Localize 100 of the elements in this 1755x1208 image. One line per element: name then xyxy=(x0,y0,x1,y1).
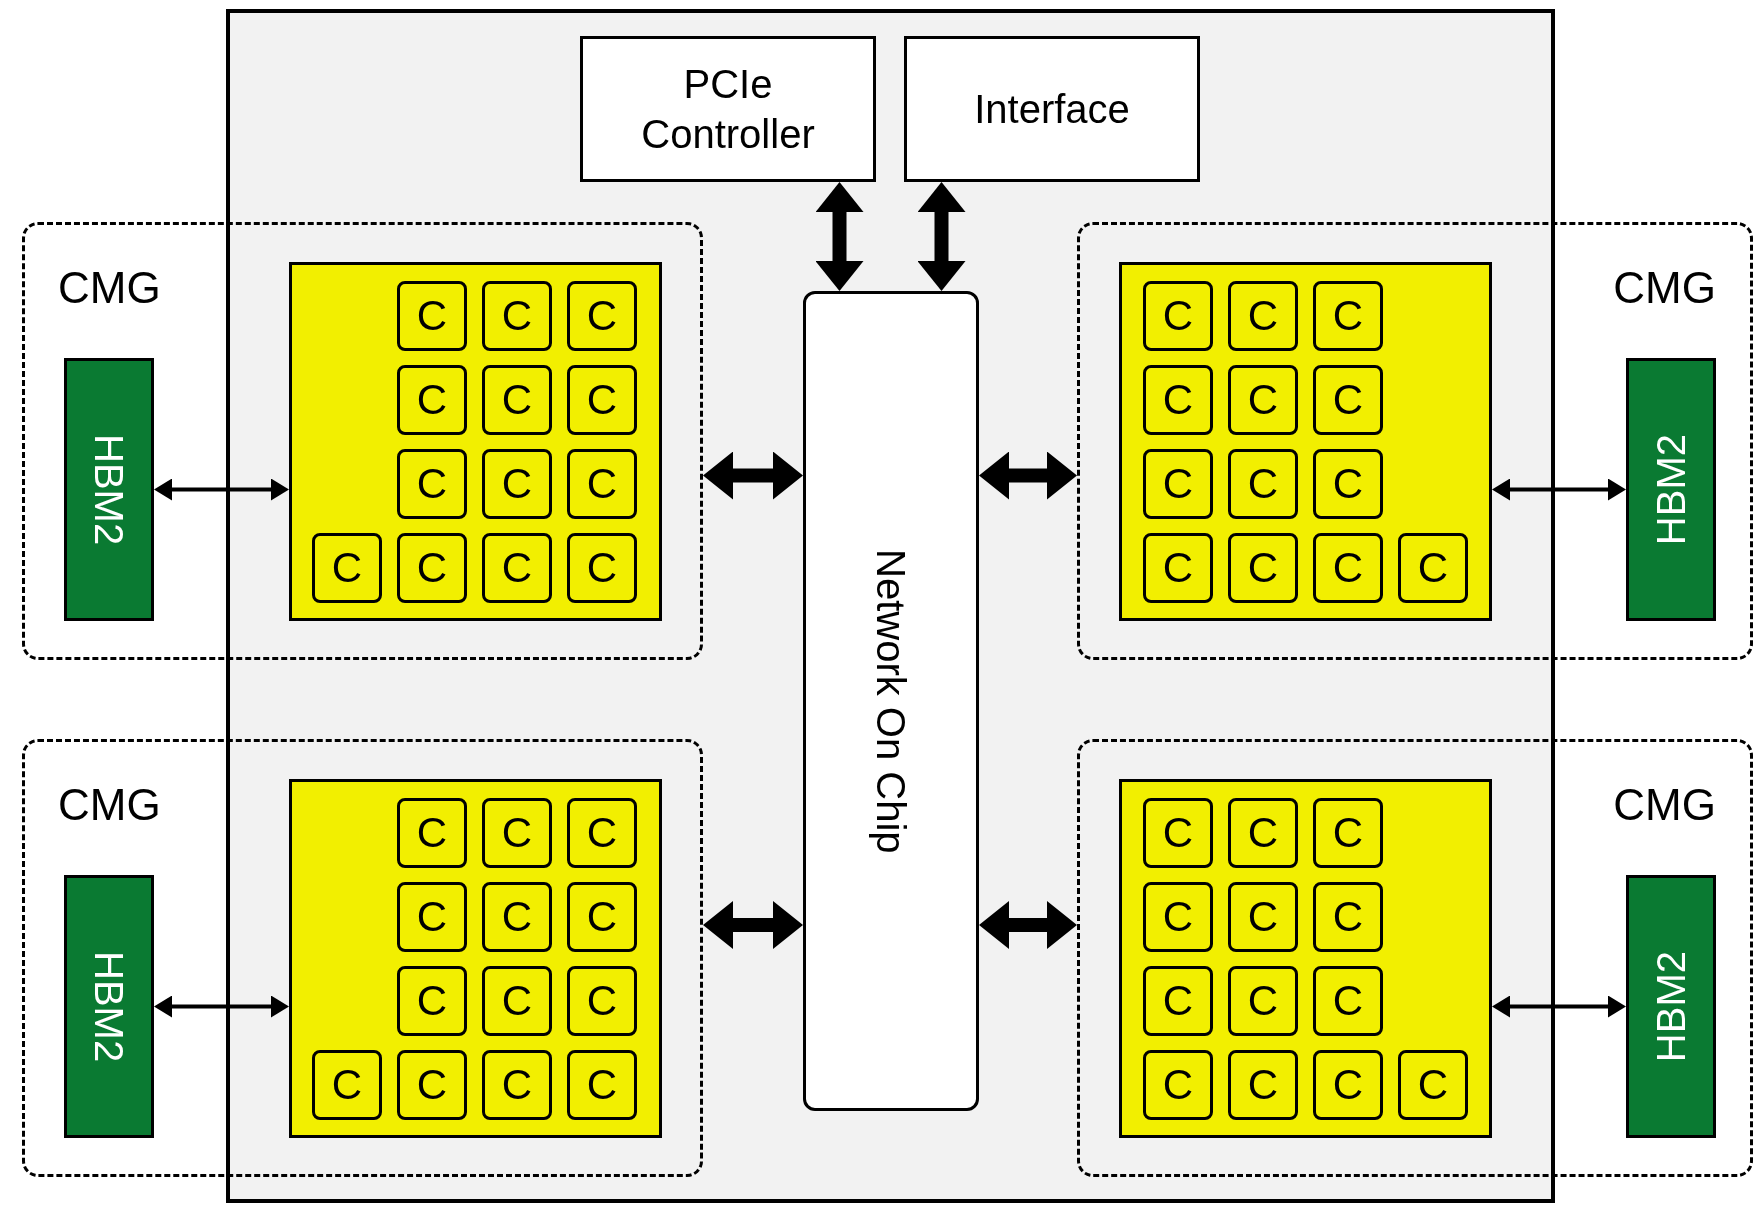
memory-label: HBM2 xyxy=(86,433,132,546)
core-box xyxy=(397,533,467,603)
memory-block xyxy=(1626,875,1716,1138)
core-box xyxy=(1313,365,1383,435)
core-box xyxy=(1313,449,1383,519)
double-arrow xyxy=(154,995,289,1018)
core-label: C xyxy=(1162,463,1194,505)
controller-label: Interface xyxy=(973,86,1131,133)
double-arrow xyxy=(703,901,803,949)
core-box xyxy=(482,533,552,603)
core-box xyxy=(1313,281,1383,351)
core-cluster xyxy=(289,262,662,621)
core-label: C xyxy=(416,379,448,421)
core-box xyxy=(567,281,637,351)
core-box xyxy=(1398,533,1468,603)
core-box xyxy=(1143,882,1213,952)
core-label: C xyxy=(416,1064,448,1106)
network-bar xyxy=(803,291,979,1111)
core-label: C xyxy=(586,463,618,505)
core-label: C xyxy=(1247,379,1279,421)
core-label: C xyxy=(1162,812,1194,854)
group-label: CMG xyxy=(1613,262,1716,314)
core-label: C xyxy=(501,812,533,854)
core-box xyxy=(567,1050,637,1120)
core-label: C xyxy=(416,547,448,589)
core-label: C xyxy=(1332,896,1364,938)
core-label: C xyxy=(1247,295,1279,337)
core-label: C xyxy=(1332,980,1364,1022)
core-box xyxy=(397,882,467,952)
core-box xyxy=(482,365,552,435)
core-label: C xyxy=(586,547,618,589)
controller-box xyxy=(904,36,1200,182)
core-box xyxy=(1228,449,1298,519)
core-box xyxy=(397,365,467,435)
core-box xyxy=(567,798,637,868)
core-box xyxy=(1228,798,1298,868)
core-label: C xyxy=(1332,812,1364,854)
core-box xyxy=(482,449,552,519)
group-label: CMG xyxy=(1613,779,1716,831)
core-cluster xyxy=(1119,779,1492,1138)
core-label: C xyxy=(1162,547,1194,589)
core-box xyxy=(567,449,637,519)
core-label: C xyxy=(416,463,448,505)
core-label: C xyxy=(501,980,533,1022)
core-label: C xyxy=(1247,1064,1279,1106)
core-box xyxy=(1143,449,1213,519)
core-label: C xyxy=(501,295,533,337)
double-arrow xyxy=(979,451,1077,500)
core-box xyxy=(1313,533,1383,603)
core-label: C xyxy=(416,812,448,854)
core-box xyxy=(312,1050,382,1120)
core-box xyxy=(567,533,637,603)
core-label: C xyxy=(1332,379,1364,421)
core-label: C xyxy=(501,379,533,421)
core-box xyxy=(1313,1050,1383,1120)
controller-label: PCIe Controller xyxy=(640,61,816,158)
core-cluster xyxy=(289,779,662,1138)
core-label: C xyxy=(416,896,448,938)
core-box xyxy=(1143,1050,1213,1120)
core-box xyxy=(312,533,382,603)
core-label: C xyxy=(586,295,618,337)
core-box xyxy=(1398,1050,1468,1120)
core-box xyxy=(1313,882,1383,952)
double-arrow xyxy=(154,478,289,501)
core-box xyxy=(1143,281,1213,351)
double-arrow xyxy=(979,901,1077,949)
core-box xyxy=(397,1050,467,1120)
memory-block xyxy=(64,875,154,1138)
core-box xyxy=(1228,882,1298,952)
double-arrow xyxy=(917,182,966,291)
core-label: C xyxy=(1162,1064,1194,1106)
group-label: CMG xyxy=(58,779,161,831)
double-arrow xyxy=(1492,478,1626,501)
core-box xyxy=(1313,966,1383,1036)
core-box xyxy=(397,449,467,519)
core-label: C xyxy=(586,812,618,854)
double-arrow xyxy=(1492,995,1626,1018)
core-box xyxy=(482,798,552,868)
core-box xyxy=(1228,966,1298,1036)
network-label: Network On Chip xyxy=(868,548,914,854)
memory-block xyxy=(64,358,154,621)
core-label: C xyxy=(331,1064,363,1106)
core-label: C xyxy=(501,1064,533,1106)
core-label: C xyxy=(1417,547,1449,589)
group-label: CMG xyxy=(58,262,161,314)
double-arrow xyxy=(815,182,864,291)
controller-box xyxy=(580,36,876,182)
core-label: C xyxy=(1332,463,1364,505)
core-label: C xyxy=(1332,1064,1364,1106)
core-label: C xyxy=(1162,379,1194,421)
core-label: C xyxy=(331,547,363,589)
core-box xyxy=(1143,365,1213,435)
core-box xyxy=(1228,533,1298,603)
core-label: C xyxy=(586,980,618,1022)
core-cluster xyxy=(1119,262,1492,621)
core-box xyxy=(482,966,552,1036)
core-label: C xyxy=(501,547,533,589)
core-label: C xyxy=(501,896,533,938)
memory-label: HBM2 xyxy=(86,950,132,1063)
core-label: C xyxy=(1247,463,1279,505)
